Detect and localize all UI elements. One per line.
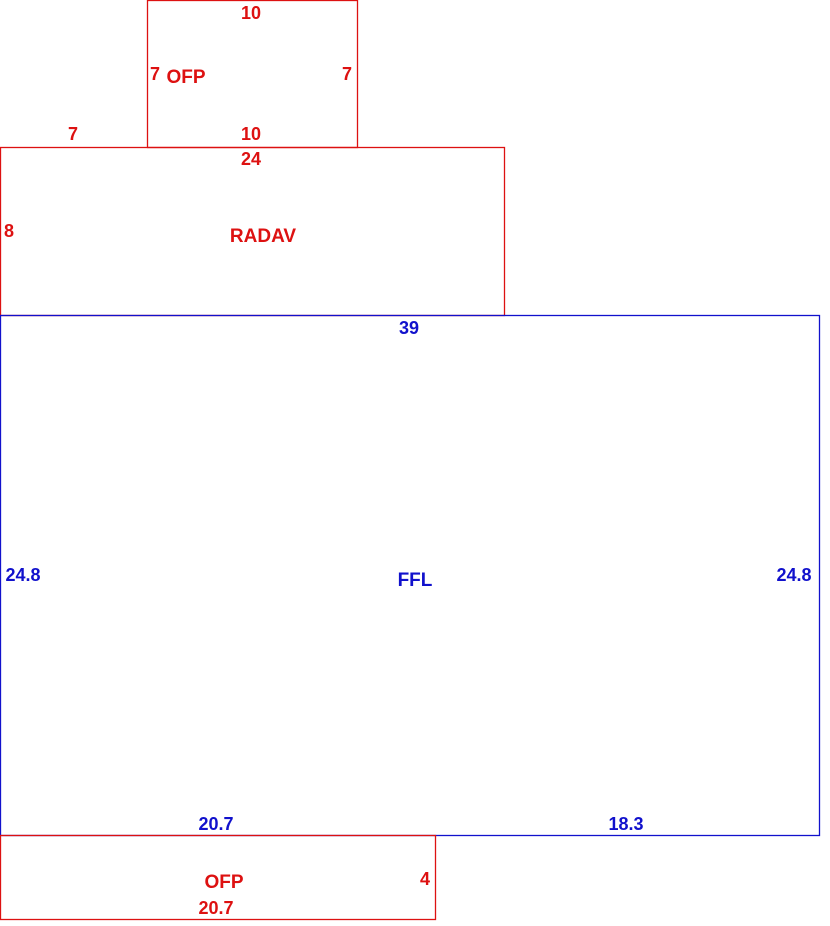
radav-dim-left: 8 [4,221,14,241]
ofp-bottom-name: OFP [204,872,243,893]
ofp-top-dim-bottom: 10 [241,124,261,144]
ofp-bottom-outline [0,834,437,921]
area-ofp-top: 10 7 OFP 7 10 7 [68,0,359,149]
area-ofp-bottom: OFP 4 20.7 [0,834,437,921]
ffl-dim-top: 39 [399,318,419,338]
ofp-top-dim-right: 7 [342,64,352,84]
ffl-dim-left: 24.8 [5,565,40,585]
area-radav: 24 8 RADAV [0,146,506,317]
ofp-top-dim-left: 7 [150,64,160,84]
ffl-dim-bottom-left: 20.7 [198,814,233,834]
ofp-top-dim-top: 10 [241,3,261,23]
ofp-top-name: OFP [166,67,205,88]
ffl-dim-bottom-right: 18.3 [608,814,643,834]
ffl-name: FFL [398,570,433,591]
radav-name: RADAV [230,226,296,247]
ofp-bottom-dim-bottom: 20.7 [198,898,233,918]
area-ffl: 39 24.8 FFL 24.8 20.7 18.3 [0,314,821,837]
ffl-dim-right: 24.8 [776,565,811,585]
radav-dim-top: 24 [241,149,261,169]
ofp-bottom-dim-right: 4 [420,869,430,889]
ofp-top-offset: 7 [68,124,78,144]
